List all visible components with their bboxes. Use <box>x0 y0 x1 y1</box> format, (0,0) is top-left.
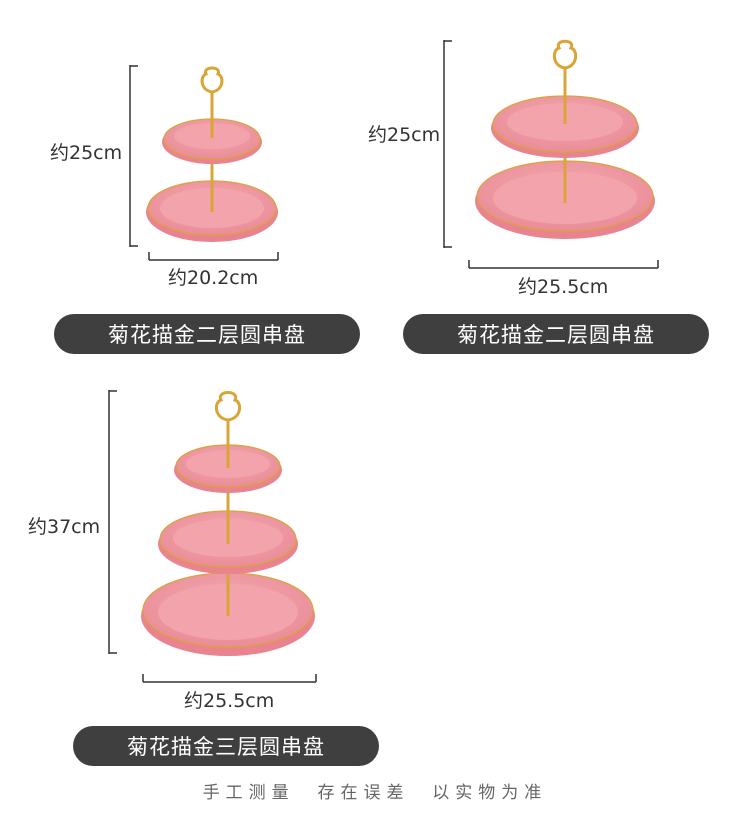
width-label: 约20.2cm <box>168 267 259 289</box>
height-label: 约37cm <box>28 516 101 538</box>
product-name-badge: 菊花描金三层圆串盘 <box>73 726 379 766</box>
height-dimension-line <box>108 390 117 654</box>
width-dimension-line <box>148 252 279 261</box>
width-dimension-line <box>142 674 317 683</box>
height-label: 约25cm <box>50 142 123 164</box>
height-label: 约25cm <box>368 124 441 146</box>
width-label: 约25.5cm <box>184 690 275 712</box>
width-label: 约25.5cm <box>518 276 609 298</box>
width-dimension-line <box>468 260 659 269</box>
two-tier-plate-stand-image <box>146 66 278 242</box>
product-name-badge: 菊花描金二层圆串盘 <box>54 314 360 354</box>
two-tier-plate-stand-image <box>475 39 655 239</box>
measurement-disclaimer: 手工测量 存在误差 以实物为准 <box>202 783 548 803</box>
height-dimension-line <box>129 65 138 247</box>
product-name-badge: 菊花描金二层圆串盘 <box>403 314 709 354</box>
three-tier-plate-stand-image <box>141 391 315 656</box>
height-dimension-line <box>443 40 452 248</box>
